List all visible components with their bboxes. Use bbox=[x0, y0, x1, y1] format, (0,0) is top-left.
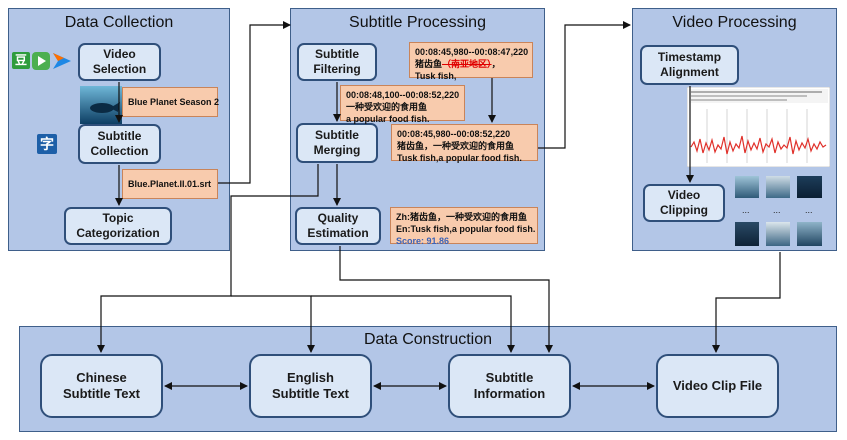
clip-thumbnail bbox=[735, 176, 759, 198]
subtitle-merging-node[interactable]: Subtitle Merging bbox=[296, 123, 378, 163]
topic-categorization-node[interactable]: Topic Categorization bbox=[64, 207, 172, 245]
merged-zh: 猪齿鱼，一种受欢迎的食用鱼 bbox=[397, 141, 515, 152]
merged-note: 00:08:45,980--00:08:52,220 猪齿鱼，一种受欢迎的食用鱼… bbox=[391, 124, 538, 164]
video-clipping-node[interactable]: Video Clipping bbox=[643, 184, 725, 222]
douban-icon: 豆 bbox=[12, 52, 30, 69]
chinese-subtitle-text-node[interactable]: Chinese Subtitle Text bbox=[40, 354, 163, 418]
second-en: a popular food fish. bbox=[346, 114, 430, 125]
arrow-processing-to-video bbox=[538, 21, 631, 149]
ellipsis-text: ... bbox=[805, 205, 813, 215]
clip-thumbnail bbox=[766, 222, 790, 246]
second-zh: 一种受欢迎的食用鱼 bbox=[346, 102, 428, 113]
filtering-time: 00:08:45,980--00:08:47,220 bbox=[415, 47, 529, 57]
video-poster-thumbnail bbox=[80, 86, 122, 124]
subtitle-char-icon: 字 bbox=[37, 134, 57, 154]
second-subtitle-note: 00:08:48,100--00:08:52,220 一种受欢迎的食用鱼 a p… bbox=[340, 85, 465, 124]
quality-note: Zh:猪齿鱼，一种受欢迎的食用鱼 En:Tusk fish,a popular … bbox=[390, 207, 538, 247]
clip-thumbnail bbox=[797, 176, 822, 198]
play-icon bbox=[32, 52, 50, 70]
filtering-note: 00:08:45,980--00:08:47,220 猪齿鱼（南亚地区）， Tu… bbox=[409, 42, 533, 81]
subtitle-collection-node[interactable]: Subtitle Collection bbox=[78, 124, 161, 164]
filtering-en: Tusk fish, bbox=[415, 71, 457, 82]
video-selection-node[interactable]: Video Selection bbox=[78, 43, 161, 81]
timestamp-alignment-node[interactable]: Timestamp Alignment bbox=[640, 45, 739, 85]
data-construction-title: Data Construction bbox=[363, 331, 493, 348]
merged-time: 00:08:45,980--00:08:52,220 bbox=[397, 129, 511, 139]
waveform-image bbox=[687, 87, 830, 167]
second-time: 00:08:48,100--00:08:52,220 bbox=[346, 90, 460, 100]
video-title-note: Blue Planet Season 2 bbox=[122, 87, 219, 117]
srt-file-note: Blue.Planet.II.01.srt bbox=[122, 169, 218, 199]
quality-estimation-node[interactable]: Quality Estimation bbox=[295, 207, 381, 245]
quality-zh: Zh:猪齿鱼，一种受欢迎的食用鱼 bbox=[396, 212, 527, 222]
ellipsis-text: ... bbox=[773, 205, 781, 215]
english-subtitle-text-node[interactable]: English Subtitle Text bbox=[249, 354, 372, 418]
video-clip-file-node[interactable]: Video Clip File bbox=[656, 354, 779, 418]
clip-thumbnail bbox=[797, 222, 822, 246]
subtitle-filtering-node[interactable]: Subtitle Filtering bbox=[297, 43, 377, 81]
video-processing-title: Video Processing bbox=[672, 14, 797, 31]
merged-en: Tusk fish,a popular food fish. bbox=[397, 153, 522, 164]
removed-text: （南亚地区） bbox=[442, 59, 492, 70]
data-collection-title: Data Collection bbox=[64, 14, 174, 31]
ellipsis-text: ... bbox=[742, 205, 750, 215]
clip-thumbnail bbox=[766, 176, 790, 198]
filtering-zh: 猪齿鱼 bbox=[415, 59, 443, 70]
subtitle-information-node[interactable]: Subtitle Information bbox=[448, 354, 571, 418]
quality-score: Score: 91.86 bbox=[396, 236, 450, 247]
video-app-icon bbox=[53, 53, 71, 69]
clip-thumbnail bbox=[735, 222, 759, 246]
subtitle-processing-title: Subtitle Processing bbox=[349, 14, 486, 31]
quality-en: En:Tusk fish,a popular food fish. bbox=[396, 224, 536, 235]
